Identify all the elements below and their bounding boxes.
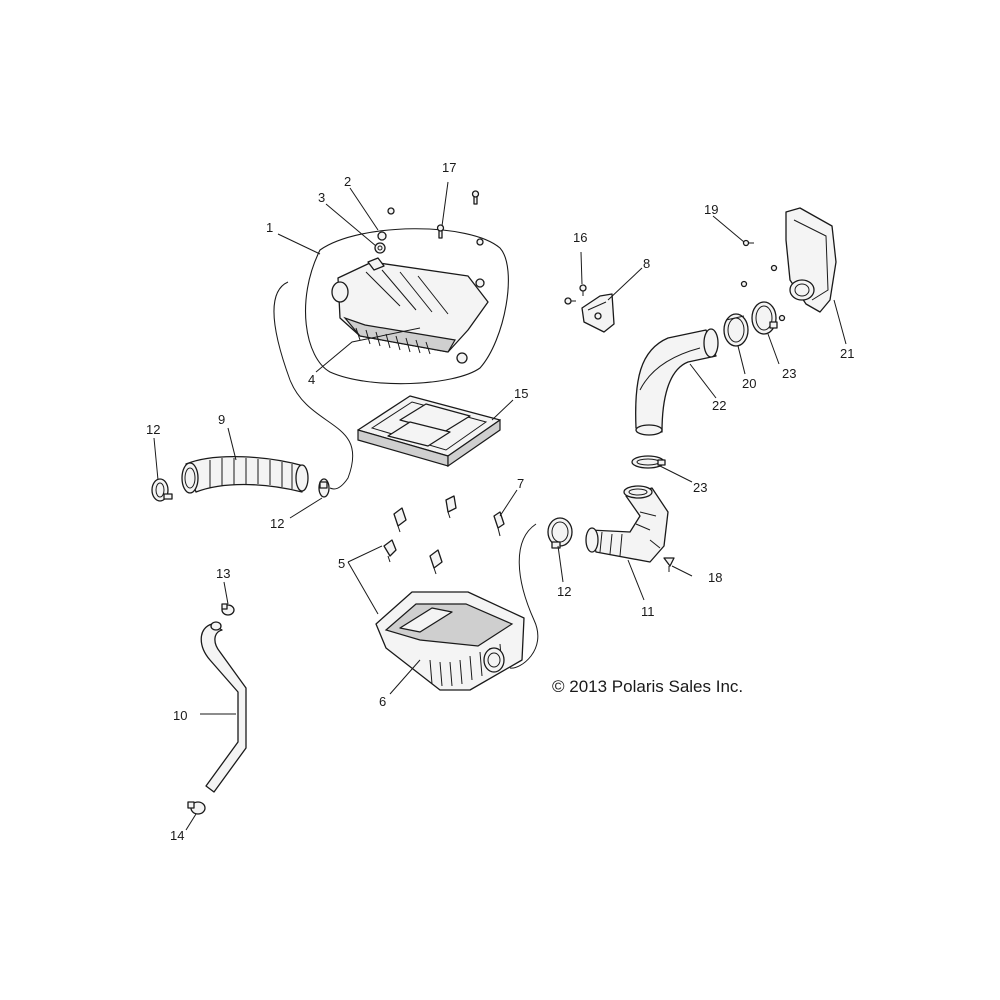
callout-22: 22	[712, 398, 726, 413]
airbox-cover	[331, 257, 489, 355]
grommet	[374, 242, 386, 254]
callout-13: 13	[216, 566, 230, 581]
callout-23b: 23	[693, 480, 707, 495]
screw-19d	[778, 314, 786, 322]
callout-8: 8	[643, 256, 650, 271]
screw-16b	[564, 297, 576, 305]
cover-group-outline	[304, 228, 509, 385]
callout-5: 5	[338, 556, 345, 571]
clip-5b	[429, 549, 443, 575]
grommet	[456, 352, 468, 364]
clip-7	[493, 511, 505, 537]
callout-12b: 12	[270, 516, 284, 531]
inlet-duct-9	[181, 455, 309, 494]
callout-15: 15	[514, 386, 528, 401]
screw-16a	[579, 284, 587, 296]
hose-clamp-12b	[318, 478, 330, 498]
callout-3: 3	[318, 190, 325, 205]
screw-19c	[740, 280, 748, 288]
hose-clamp-12c	[547, 517, 573, 549]
nut	[377, 231, 387, 241]
clip-5d	[445, 495, 457, 519]
small-clamp-13	[221, 603, 235, 616]
clip-5c	[393, 507, 407, 533]
callout-16: 16	[573, 230, 587, 245]
callout-14: 14	[170, 828, 184, 843]
callout-1: 1	[266, 220, 273, 235]
coupler-20	[723, 313, 749, 347]
air-filter	[357, 395, 501, 468]
small-clamp-14	[187, 801, 206, 815]
callout-21: 21	[840, 346, 854, 361]
airbox-base	[375, 591, 525, 691]
grommet	[476, 238, 484, 246]
hose-clamp-12a	[151, 478, 173, 502]
screw-17b	[471, 190, 480, 205]
callout-11: 11	[641, 604, 655, 619]
elbow-duct-11	[585, 485, 669, 563]
callout-9: 9	[218, 412, 225, 427]
leader-lines	[153, 181, 847, 831]
grommet-inner	[377, 245, 383, 251]
callout-18: 18	[708, 570, 722, 585]
callout-6: 6	[379, 694, 386, 709]
connection-line	[509, 523, 539, 669]
callout-23a: 23	[782, 366, 796, 381]
fastener-18	[663, 557, 675, 572]
copyright-text: © 2013 Polaris Sales Inc.	[552, 677, 743, 696]
intake-cover-21	[785, 207, 837, 313]
screw-19b	[770, 264, 778, 272]
drain-tube-10	[200, 621, 247, 793]
callout-17: 17	[442, 160, 456, 175]
callout-7: 7	[517, 476, 524, 491]
screw-19a	[742, 239, 754, 247]
screw-17	[436, 224, 445, 239]
screw-head	[387, 207, 395, 215]
connection-line	[273, 281, 354, 490]
bracket-8	[581, 293, 615, 333]
clip-5a	[383, 539, 397, 563]
callout-12c: 12	[557, 584, 571, 599]
callout-2: 2	[344, 174, 351, 189]
callout-12a: 12	[146, 422, 160, 437]
grommet	[475, 278, 485, 288]
callout-19: 19	[704, 202, 718, 217]
callout-20: 20	[742, 376, 756, 391]
callout-10: 10	[173, 708, 187, 723]
intake-duct-22	[635, 328, 719, 436]
callout-4: 4	[308, 372, 315, 387]
hose-clamp-23a	[751, 301, 778, 335]
hose-clamp-23b	[631, 455, 666, 469]
